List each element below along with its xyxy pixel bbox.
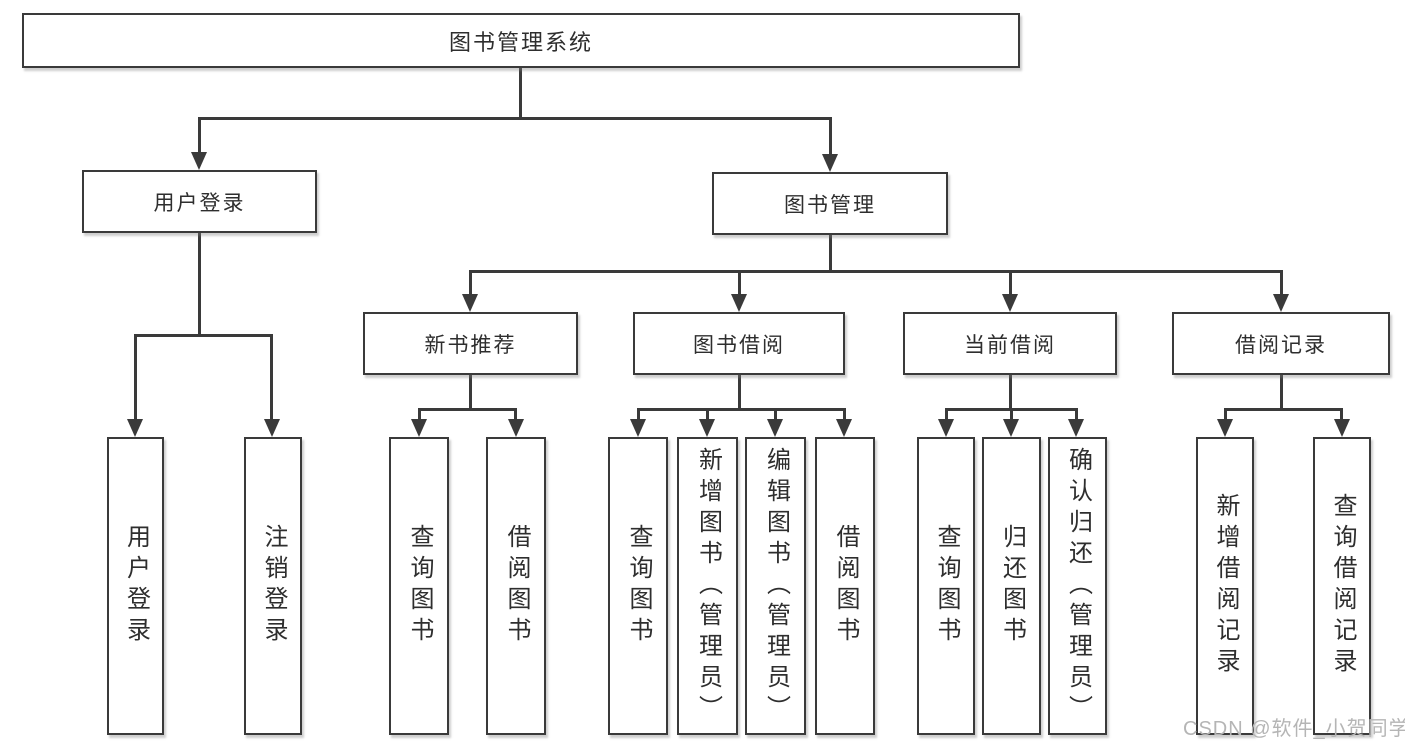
connector-line	[829, 235, 832, 273]
node-new-book-recommend-label: 新书推荐	[424, 333, 517, 357]
connector-line	[198, 233, 201, 337]
leaf-logout-label: 注销登录	[260, 524, 287, 648]
leaf-records-add-record-label: 新增借阅记录	[1212, 493, 1239, 679]
node-root-label: 图书管理系统	[448, 29, 593, 55]
arrow-down-icon	[264, 419, 280, 437]
arrow-down-icon	[822, 154, 838, 172]
node-borrow-records-label: 借阅记录	[1235, 333, 1327, 357]
arrow-down-icon	[731, 294, 747, 312]
node-new-book-recommend: 新书推荐	[363, 312, 578, 375]
connector-line	[843, 408, 846, 421]
leaf-borrow-add-books-admin: 新增图书（管理员）	[677, 437, 738, 735]
connector-line	[637, 408, 640, 421]
leaf-current-confirm-return-admin-label: 确认归还（管理员）	[1064, 446, 1092, 726]
connector-line	[738, 375, 741, 411]
connector-line	[1075, 408, 1078, 421]
connector-line	[1280, 375, 1283, 411]
arrow-down-icon	[1068, 419, 1084, 437]
node-borrow-records: 借阅记录	[1172, 312, 1390, 375]
arrow-down-icon	[462, 294, 478, 312]
leaf-borrow-borrow-books-label: 借阅图书	[832, 524, 859, 648]
node-book-borrow-label: 图书借阅	[693, 333, 785, 357]
leaf-borrow-edit-books-admin-label: 编辑图书（管理员）	[762, 446, 790, 726]
arrow-down-icon	[836, 419, 852, 437]
node-book-management-label: 图书管理	[784, 193, 876, 217]
node-user-login: 用户登录	[82, 170, 317, 233]
connector-line	[1224, 408, 1343, 411]
leaf-user-login-label: 用户登录	[122, 524, 150, 648]
arrow-down-icon	[938, 419, 954, 437]
leaf-current-confirm-return-admin: 确认归还（管理员）	[1048, 437, 1107, 735]
connector-line	[738, 270, 741, 296]
leaf-newbook-query-books-label: 查询图书	[406, 524, 433, 648]
leaf-borrow-query-books: 查询图书	[608, 437, 668, 735]
connector-line	[134, 334, 273, 337]
leaf-newbook-query-books: 查询图书	[389, 437, 449, 735]
leaf-newbook-borrow-books-label: 借阅图书	[503, 524, 530, 648]
connector-line	[1010, 408, 1013, 421]
node-book-management: 图书管理	[712, 172, 948, 235]
leaf-current-query-books: 查询图书	[917, 437, 975, 735]
connector-line	[469, 270, 472, 296]
connector-line	[945, 408, 948, 421]
connector-line	[1009, 375, 1012, 411]
arrow-down-icon	[508, 419, 524, 437]
watermark: CSDN @软件_小贺同学	[1183, 718, 1405, 740]
leaf-user-login: 用户登录	[107, 437, 164, 735]
arrow-down-icon	[699, 419, 715, 437]
leaf-borrow-borrow-books: 借阅图书	[815, 437, 875, 735]
leaf-logout: 注销登录	[244, 437, 302, 735]
arrow-down-icon	[1002, 294, 1018, 312]
connector-line	[1009, 270, 1012, 296]
connector-line	[514, 408, 517, 421]
node-root: 图书管理系统	[22, 13, 1020, 68]
connector-line	[270, 334, 273, 421]
connector-line	[418, 408, 517, 411]
connector-line	[198, 117, 201, 154]
node-user-login-label: 用户登录	[153, 191, 246, 215]
arrow-down-icon	[191, 152, 207, 170]
leaf-records-query-record-label: 查询借阅记录	[1329, 493, 1356, 679]
leaf-borrow-query-books-label: 查询图书	[625, 524, 652, 648]
leaf-borrow-add-books-admin-label: 新增图书（管理员）	[694, 446, 722, 726]
node-current-borrow-label: 当前借阅	[964, 333, 1056, 357]
arrow-down-icon	[127, 419, 143, 437]
leaf-borrow-edit-books-admin: 编辑图书（管理员）	[745, 437, 806, 735]
connector-line	[469, 270, 1282, 273]
arrow-down-icon	[1334, 419, 1350, 437]
connector-line	[1280, 270, 1283, 296]
leaf-newbook-borrow-books: 借阅图书	[486, 437, 546, 735]
leaf-records-add-record: 新增借阅记录	[1196, 437, 1254, 735]
leaf-current-query-books-label: 查询图书	[933, 524, 960, 648]
connector-line	[198, 117, 831, 120]
connector-line	[469, 375, 472, 411]
connector-line	[637, 408, 846, 411]
connector-line	[519, 68, 522, 120]
connector-line	[1224, 408, 1227, 421]
arrow-down-icon	[1273, 294, 1289, 312]
connector-line	[829, 117, 832, 156]
node-book-borrow: 图书借阅	[633, 312, 845, 375]
arrow-down-icon	[767, 419, 783, 437]
connector-line	[418, 408, 421, 421]
connector-line	[706, 408, 709, 421]
arrow-down-icon	[1217, 419, 1233, 437]
arrow-down-icon	[1003, 419, 1019, 437]
arrow-down-icon	[630, 419, 646, 437]
connector-line	[1340, 408, 1343, 421]
leaf-current-return-books-label: 归还图书	[998, 524, 1026, 648]
connector-line	[774, 408, 777, 421]
leaf-current-return-books: 归还图书	[982, 437, 1041, 735]
node-current-borrow: 当前借阅	[903, 312, 1117, 375]
connector-line	[134, 334, 137, 421]
arrow-down-icon	[411, 419, 427, 437]
leaf-records-query-record: 查询借阅记录	[1313, 437, 1371, 735]
